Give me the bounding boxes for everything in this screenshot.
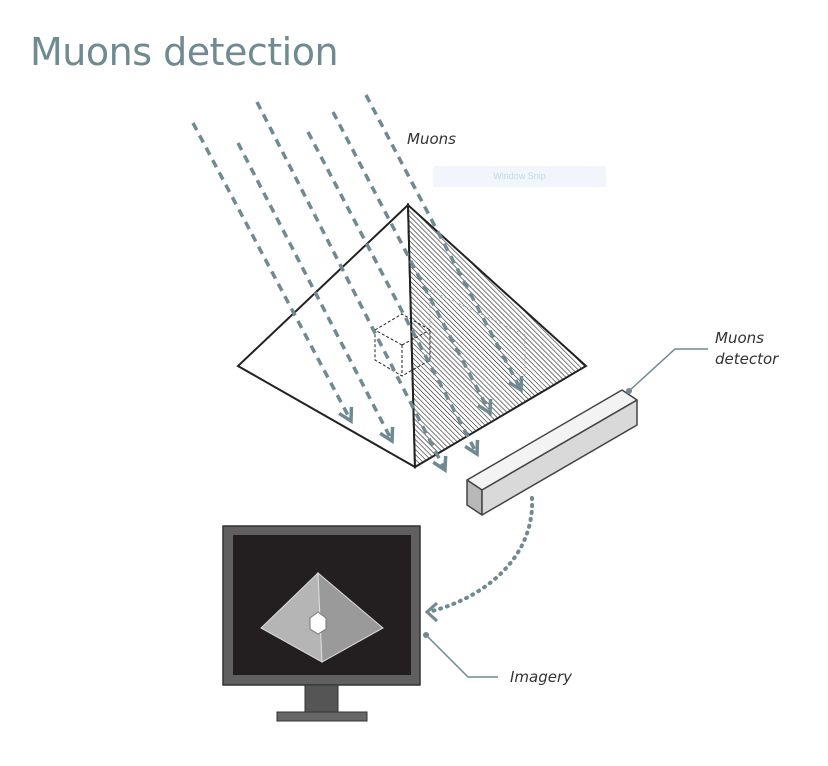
pyramid-right-face-hatched <box>406 202 588 469</box>
monitor-base <box>276 711 368 722</box>
window-snip-overlay: Window Snip <box>433 166 606 187</box>
screen-pyramid-image <box>260 571 384 663</box>
monitor-neck <box>304 684 339 713</box>
muon-path <box>306 131 480 458</box>
muon-path <box>191 122 354 425</box>
leader-lines <box>423 348 708 678</box>
pyramid-inner-lines <box>429 289 526 375</box>
muon-path <box>331 111 493 417</box>
pyramid <box>236 202 588 469</box>
signal-path <box>426 496 535 614</box>
hidden-chamber-cube <box>374 313 431 377</box>
detector-label-line1: Muons <box>715 329 764 347</box>
signal-arrowhead <box>424 601 439 623</box>
monitor <box>222 525 421 722</box>
muon-paths <box>191 94 524 474</box>
pyramid-left-face <box>236 202 417 469</box>
page-title: Muons detection <box>30 30 339 74</box>
muons-label: Muons <box>407 130 456 148</box>
detector-label-line2: detector <box>715 350 779 368</box>
detector-leader-line <box>628 348 708 392</box>
detector-long-face <box>481 399 638 516</box>
imagery-label: Imagery <box>510 668 573 686</box>
imagery-leader-line <box>425 634 498 678</box>
muons-detector <box>466 389 638 516</box>
